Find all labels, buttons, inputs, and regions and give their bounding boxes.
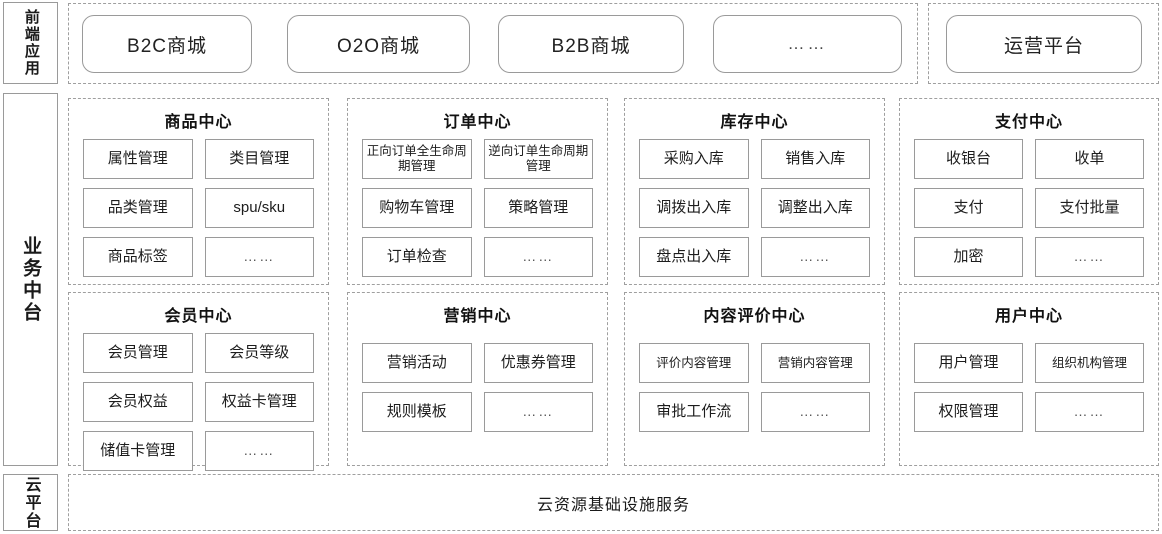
tile-payment-acquiring[interactable]: 收单 (1035, 139, 1144, 179)
tile-content-review-mgmt[interactable]: 评价内容管理 (639, 343, 749, 383)
center-title-content-review: 内容评价中心 (703, 308, 806, 325)
tile-product-tag[interactable]: 商品标签 (83, 237, 193, 277)
center-card-inventory: 库存中心 采购入库 销售入库 调拨出入库 调整出入库 盘点出入库 …… (624, 98, 885, 285)
tile-order-check[interactable]: 订单检查 (362, 237, 472, 277)
app-o2o-mall[interactable]: O2O商城 (287, 15, 470, 73)
band-label-middle-platform: 业务中台 (3, 93, 58, 466)
band-label-cloud-platform-text: 云平台 (22, 475, 40, 530)
center-title-user: 用户中心 (994, 308, 1063, 325)
cloud-infrastructure-service-bar[interactable]: 云资源基础设施服务 (68, 474, 1159, 531)
tile-marketing-rule-template[interactable]: 规则模板 (362, 392, 472, 432)
center-card-content-review: 内容评价中心 评价内容管理 营销内容管理 审批工作流 …… (624, 292, 885, 466)
tile-order-forward-lifecycle[interactable]: 正向订单全生命周期管理 (362, 139, 472, 179)
center-title-member: 会员中心 (164, 308, 233, 325)
cloud-infrastructure-service-label: 云资源基础设施服务 (536, 496, 690, 514)
tile-payment-batch[interactable]: 支付批量 (1035, 188, 1144, 228)
center-card-marketing: 营销中心 营销活动 优惠券管理 规则模板 …… (347, 292, 608, 466)
center-card-order: 订单中心 正向订单全生命周期管理 逆向订单生命周期管理 购物车管理 策略管理 订… (347, 98, 608, 285)
tile-marketing-coupon-mgmt[interactable]: 优惠券管理 (483, 343, 593, 383)
tile-grid-content-review: 评价内容管理 营销内容管理 审批工作流 …… (625, 333, 884, 444)
tile-inventory-stocktake[interactable]: 盘点出入库 (639, 237, 749, 277)
tile-payment-cashier[interactable]: 收银台 (914, 139, 1023, 179)
tile-grid-member: 会员管理 会员等级 会员权益 权益卡管理 储值卡管理 …… (69, 333, 328, 483)
tile-product-attribute-mgmt[interactable]: 属性管理 (83, 139, 193, 179)
tile-product-more[interactable]: …… (204, 237, 314, 277)
band-label-frontend-text: 前端应用 (22, 9, 40, 77)
tile-order-more[interactable]: …… (483, 237, 593, 277)
tile-inventory-purchase-in[interactable]: 采购入库 (639, 139, 749, 179)
band-label-cloud-platform: 云平台 (3, 474, 58, 531)
tile-order-strategy-mgmt[interactable]: 策略管理 (483, 188, 593, 228)
tile-member-more[interactable]: …… (204, 431, 314, 471)
center-card-product: 商品中心 属性管理 类目管理 品类管理 spu/sku 商品标签 …… (68, 98, 329, 285)
center-card-user: 用户中心 用户管理 组织机构管理 权限管理 …… (899, 292, 1159, 466)
app-ops-platform-label: 运营平台 (1003, 35, 1084, 57)
band-label-middle-platform-text: 业务中台 (20, 235, 42, 324)
tile-member-benefit-card-mgmt[interactable]: 权益卡管理 (204, 382, 314, 422)
tile-grid-user: 用户管理 组织机构管理 权限管理 …… (900, 333, 1158, 444)
app-more[interactable]: …… (713, 15, 902, 73)
center-title-marketing: 营销中心 (443, 308, 512, 325)
tile-grid-inventory: 采购入库 销售入库 调拨出入库 调整出入库 盘点出入库 …… (625, 139, 884, 289)
tile-inventory-sales-in[interactable]: 销售入库 (760, 139, 870, 179)
tile-grid-order: 正向订单全生命周期管理 逆向订单生命周期管理 购物车管理 策略管理 订单检查 …… (348, 139, 607, 289)
tile-order-reverse-lifecycle[interactable]: 逆向订单生命周期管理 (483, 139, 593, 179)
app-b2c-mall[interactable]: B2C商城 (82, 15, 252, 73)
tile-content-more[interactable]: …… (760, 392, 870, 432)
tile-content-approval-workflow[interactable]: 审批工作流 (639, 392, 749, 432)
center-card-payment: 支付中心 收银台 收单 支付 支付批量 加密 …… (899, 98, 1159, 285)
app-o2o-mall-label: O2O商城 (336, 35, 421, 57)
center-title-inventory: 库存中心 (720, 114, 789, 131)
tile-product-spu-sku[interactable]: spu/sku (204, 188, 314, 228)
tile-inventory-more[interactable]: …… (760, 237, 870, 277)
tile-grid-payment: 收银台 收单 支付 支付批量 加密 …… (900, 139, 1158, 289)
tile-user-permission-mgmt[interactable]: 权限管理 (914, 392, 1023, 432)
app-b2b-mall-label: B2B商城 (551, 35, 631, 57)
center-title-product: 商品中心 (164, 114, 233, 131)
app-b2b-mall[interactable]: B2B商城 (498, 15, 684, 73)
tile-product-category-mgmt[interactable]: 类目管理 (204, 139, 314, 179)
tile-order-cart-mgmt[interactable]: 购物车管理 (362, 188, 472, 228)
tile-user-mgmt[interactable]: 用户管理 (914, 343, 1023, 383)
tile-payment-encryption[interactable]: 加密 (914, 237, 1023, 277)
tile-payment-pay[interactable]: 支付 (914, 188, 1023, 228)
tile-product-class-mgmt[interactable]: 品类管理 (83, 188, 193, 228)
tile-member-benefits[interactable]: 会员权益 (83, 382, 193, 422)
app-more-label: …… (787, 34, 828, 53)
center-card-member: 会员中心 会员管理 会员等级 会员权益 权益卡管理 储值卡管理 …… (68, 292, 329, 471)
band-label-frontend: 前端应用 (3, 2, 58, 84)
tile-marketing-more[interactable]: …… (483, 392, 593, 432)
center-title-order: 订单中心 (443, 114, 512, 131)
tile-user-more[interactable]: …… (1035, 392, 1144, 432)
app-ops-platform[interactable]: 运营平台 (946, 15, 1142, 73)
tile-grid-product: 属性管理 类目管理 品类管理 spu/sku 商品标签 …… (69, 139, 328, 289)
tile-payment-more[interactable]: …… (1035, 237, 1144, 277)
tile-member-stored-value-card[interactable]: 储值卡管理 (83, 431, 193, 471)
tile-inventory-transfer[interactable]: 调拨出入库 (639, 188, 749, 228)
center-title-payment: 支付中心 (994, 114, 1063, 131)
tile-marketing-campaign[interactable]: 营销活动 (362, 343, 472, 383)
tile-member-mgmt[interactable]: 会员管理 (83, 333, 193, 373)
tile-member-level[interactable]: 会员等级 (204, 333, 314, 373)
app-b2c-mall-label: B2C商城 (127, 35, 207, 57)
tile-inventory-adjust[interactable]: 调整出入库 (760, 188, 870, 228)
tile-grid-marketing: 营销活动 优惠券管理 规则模板 …… (348, 333, 607, 444)
tile-user-org-structure-mgmt[interactable]: 组织机构管理 (1035, 343, 1144, 383)
tile-content-marketing-mgmt[interactable]: 营销内容管理 (760, 343, 870, 383)
